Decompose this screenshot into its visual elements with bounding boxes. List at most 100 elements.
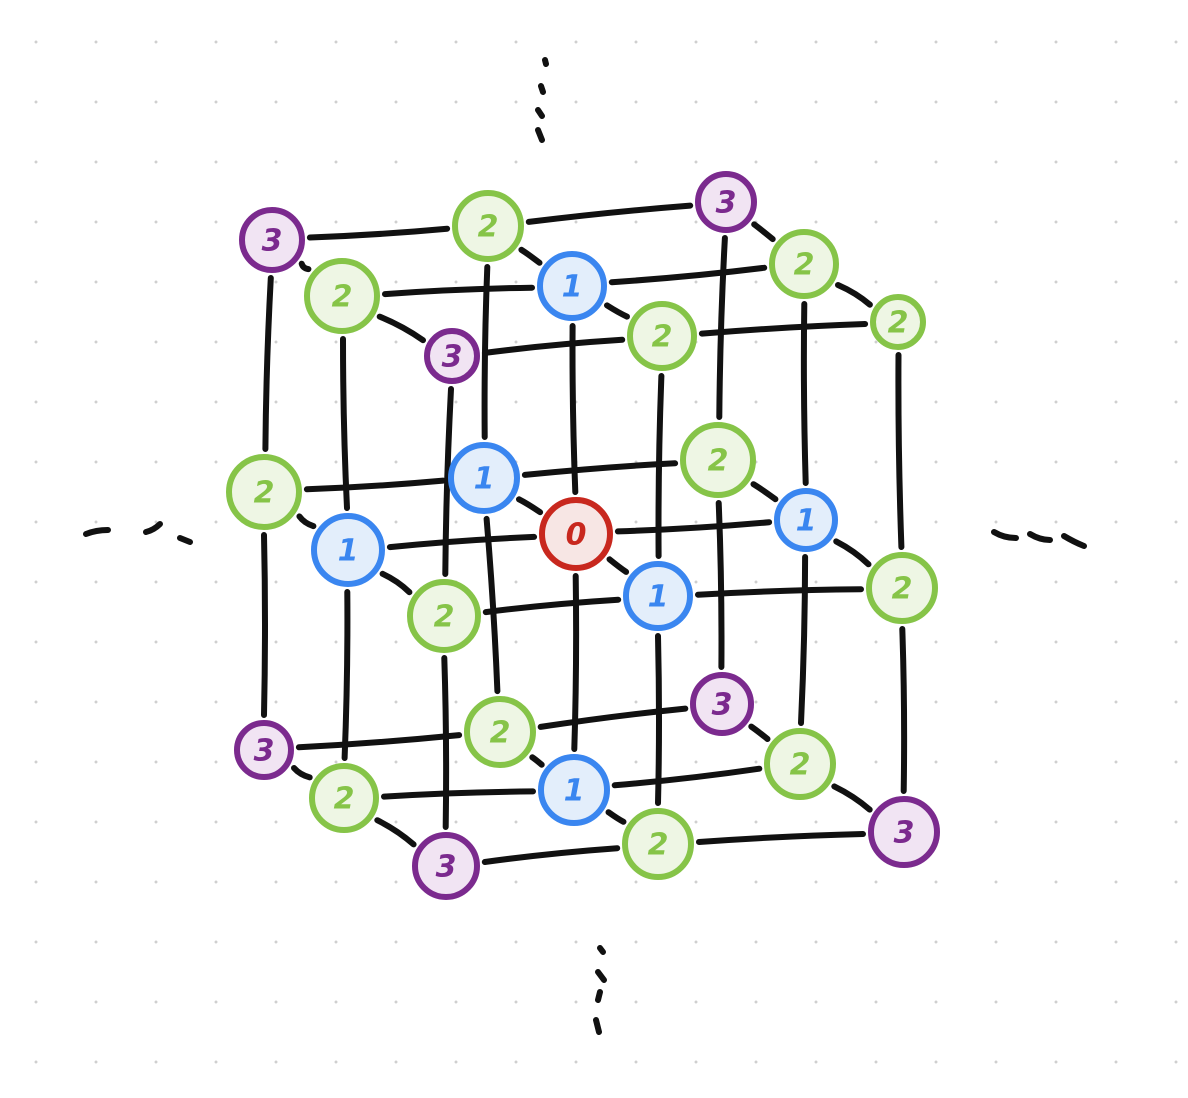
node-circle: [537, 251, 607, 321]
lattice-edge: [748, 723, 771, 742]
lattice-edge: [608, 264, 768, 286]
node-label: 2: [888, 306, 909, 341]
lattice-edge: [605, 809, 627, 825]
node-label: 2: [892, 572, 913, 607]
lattice-node-level-1: 1: [448, 442, 520, 514]
lattice-node-level-2: 2: [304, 258, 380, 334]
lattice-edge: [374, 817, 417, 848]
lattice-edge: [306, 225, 451, 241]
lattice-edge: [482, 596, 622, 616]
node-circle: [304, 258, 380, 334]
node-circle: [234, 720, 294, 780]
lattice-edge: [303, 477, 447, 493]
node-label: 3: [894, 816, 915, 851]
lattice-edge: [481, 336, 626, 356]
lattice-edge: [800, 301, 809, 486]
lattice-node-level-2: 2: [764, 728, 836, 800]
lattice-edges: [261, 202, 908, 865]
lattice-edge: [833, 538, 872, 568]
lattice-edge: [698, 321, 869, 337]
lattice-node-level-3: 3: [690, 672, 754, 736]
node-circle: [239, 207, 305, 273]
lattice-edge: [382, 284, 535, 298]
lattice-node-level-1: 1: [623, 561, 693, 631]
node-circle: [309, 763, 379, 833]
node-circle: [870, 294, 926, 350]
lattice-node-level-3: 3: [234, 720, 294, 780]
lattice-node-level-2: 2: [452, 190, 524, 262]
node-circle: [538, 754, 610, 826]
lattice-edge: [525, 202, 694, 225]
lattice-edge: [386, 533, 538, 551]
lattice-edge: [295, 732, 463, 751]
lattice-node-level-2: 2: [866, 552, 938, 624]
lattice-node-level-1: 1: [774, 488, 838, 552]
lattice-node-level-2: 2: [622, 808, 694, 880]
lattice-edge: [441, 655, 450, 830]
node-circle: [866, 552, 938, 624]
lattice-edge: [604, 302, 630, 320]
lattice-edge: [529, 754, 545, 768]
node-label: 2: [490, 716, 511, 751]
node-circle: [680, 422, 756, 498]
lattice-edge: [298, 260, 312, 273]
lattice-edge: [521, 460, 679, 478]
lattice-node-level-2: 2: [226, 454, 302, 530]
node-circle: [695, 171, 757, 233]
node-circle: [769, 229, 839, 299]
lattice-edge: [835, 282, 873, 308]
node-label: 0: [566, 518, 587, 553]
lattice-node-level-3: 3: [868, 796, 940, 868]
lattice-node-level-2: 2: [627, 301, 697, 371]
lattice-node-level-2: 2: [870, 294, 926, 350]
lattice-edge: [518, 246, 543, 266]
node-circle: [424, 328, 480, 384]
lattice-node-level-1: 1: [538, 754, 610, 826]
node-label: 2: [708, 444, 729, 479]
lattice-node-level-3: 3: [695, 171, 757, 233]
node-label: 2: [648, 828, 669, 863]
lattice-edge: [696, 831, 866, 845]
lattice-edge: [750, 481, 779, 503]
continuation-marks: [83, 57, 1087, 1035]
ellipsis-bottom: [593, 945, 607, 1035]
lattice-node-level-2: 2: [769, 229, 839, 299]
lattice-edge: [606, 556, 630, 575]
lattice-edge: [262, 275, 274, 452]
node-circle: [622, 808, 694, 880]
lattice-edge: [537, 705, 689, 730]
node-label: 1: [562, 270, 583, 305]
lattice-edge: [261, 532, 268, 718]
ellipsis-right: [991, 529, 1087, 549]
lattice-edge: [899, 626, 908, 794]
node-circle: [868, 796, 940, 868]
lattice-edge: [442, 386, 454, 577]
lattice-edge: [341, 589, 351, 761]
node-circle: [452, 190, 524, 262]
lattice-edge: [516, 496, 544, 516]
node-label: 1: [564, 774, 585, 809]
lattice-edge: [655, 373, 665, 559]
node-label: 3: [712, 688, 733, 723]
node-label: 3: [436, 850, 457, 885]
lattice-edge: [715, 500, 725, 670]
lattice-node-level-3: 3: [239, 207, 305, 273]
lattice-edge: [716, 235, 728, 420]
lattice-edge: [481, 264, 491, 440]
lattice-node-level-2: 2: [680, 422, 756, 498]
lattice-edge: [569, 323, 579, 495]
lattice-node-level-2: 2: [464, 696, 536, 768]
node-label: 2: [254, 476, 275, 511]
lattice-edge: [483, 515, 501, 695]
node-circle: [764, 728, 836, 800]
lattice-node-level-1: 1: [311, 513, 385, 587]
node-label: 2: [652, 320, 673, 355]
node-label: 1: [474, 462, 495, 497]
node-circle: [464, 696, 536, 768]
node-circle: [627, 301, 697, 371]
lattice-edge: [340, 336, 350, 511]
lattice-edge: [798, 554, 809, 726]
lattice-edge: [379, 570, 413, 596]
node-label: 2: [332, 280, 353, 315]
ellipsis-left: [83, 521, 193, 545]
